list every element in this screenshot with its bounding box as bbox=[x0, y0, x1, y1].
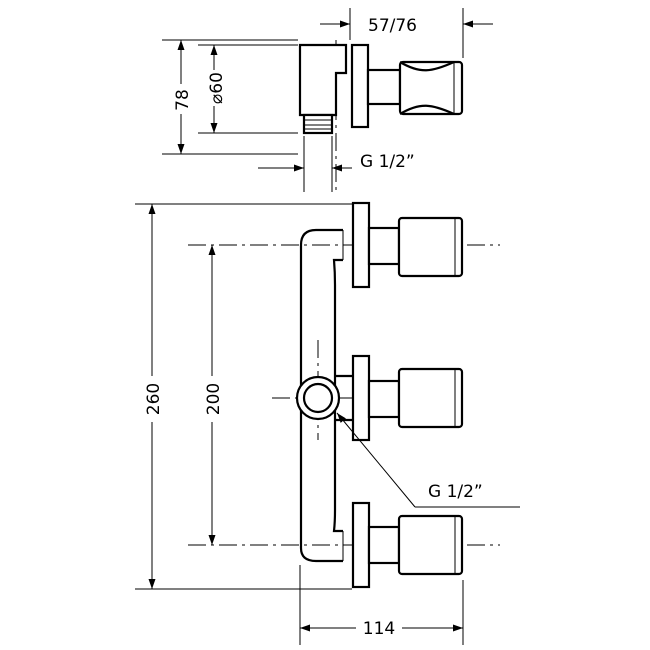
side-view: 57/76 78 ⌀60 G 1/2” bbox=[162, 8, 493, 192]
dim-projection-depth: 57/76 bbox=[368, 16, 417, 36]
handle-top bbox=[397, 216, 464, 278]
valve-stem bbox=[366, 68, 402, 106]
dim-diameter: ⌀60 bbox=[207, 72, 227, 104]
rosette-bottom bbox=[351, 501, 371, 589]
handle-bottom bbox=[397, 514, 464, 576]
rosette-top bbox=[351, 201, 371, 289]
dim-height-top: 78 bbox=[173, 89, 193, 111]
dim-thread-inlet: G 1/2” bbox=[428, 482, 483, 502]
dim-center-distance: 200 bbox=[204, 383, 224, 415]
rosette-middle bbox=[351, 354, 371, 442]
dim-thread-top: G 1/2” bbox=[360, 152, 415, 172]
elbow-body bbox=[298, 43, 348, 117]
handle bbox=[398, 60, 464, 116]
inlet-inner-circle bbox=[302, 382, 334, 414]
dim-overall-height: 260 bbox=[144, 383, 164, 415]
dim-overall-width: 114 bbox=[363, 619, 395, 639]
stem-middle bbox=[367, 379, 401, 419]
handle-middle bbox=[397, 367, 464, 429]
stem-bottom bbox=[367, 525, 401, 565]
front-view: 260 200 G 1/2” 114 bbox=[135, 201, 520, 645]
stem-top bbox=[367, 226, 401, 266]
thread-nipple bbox=[302, 113, 334, 135]
rosette-flange bbox=[350, 43, 370, 129]
